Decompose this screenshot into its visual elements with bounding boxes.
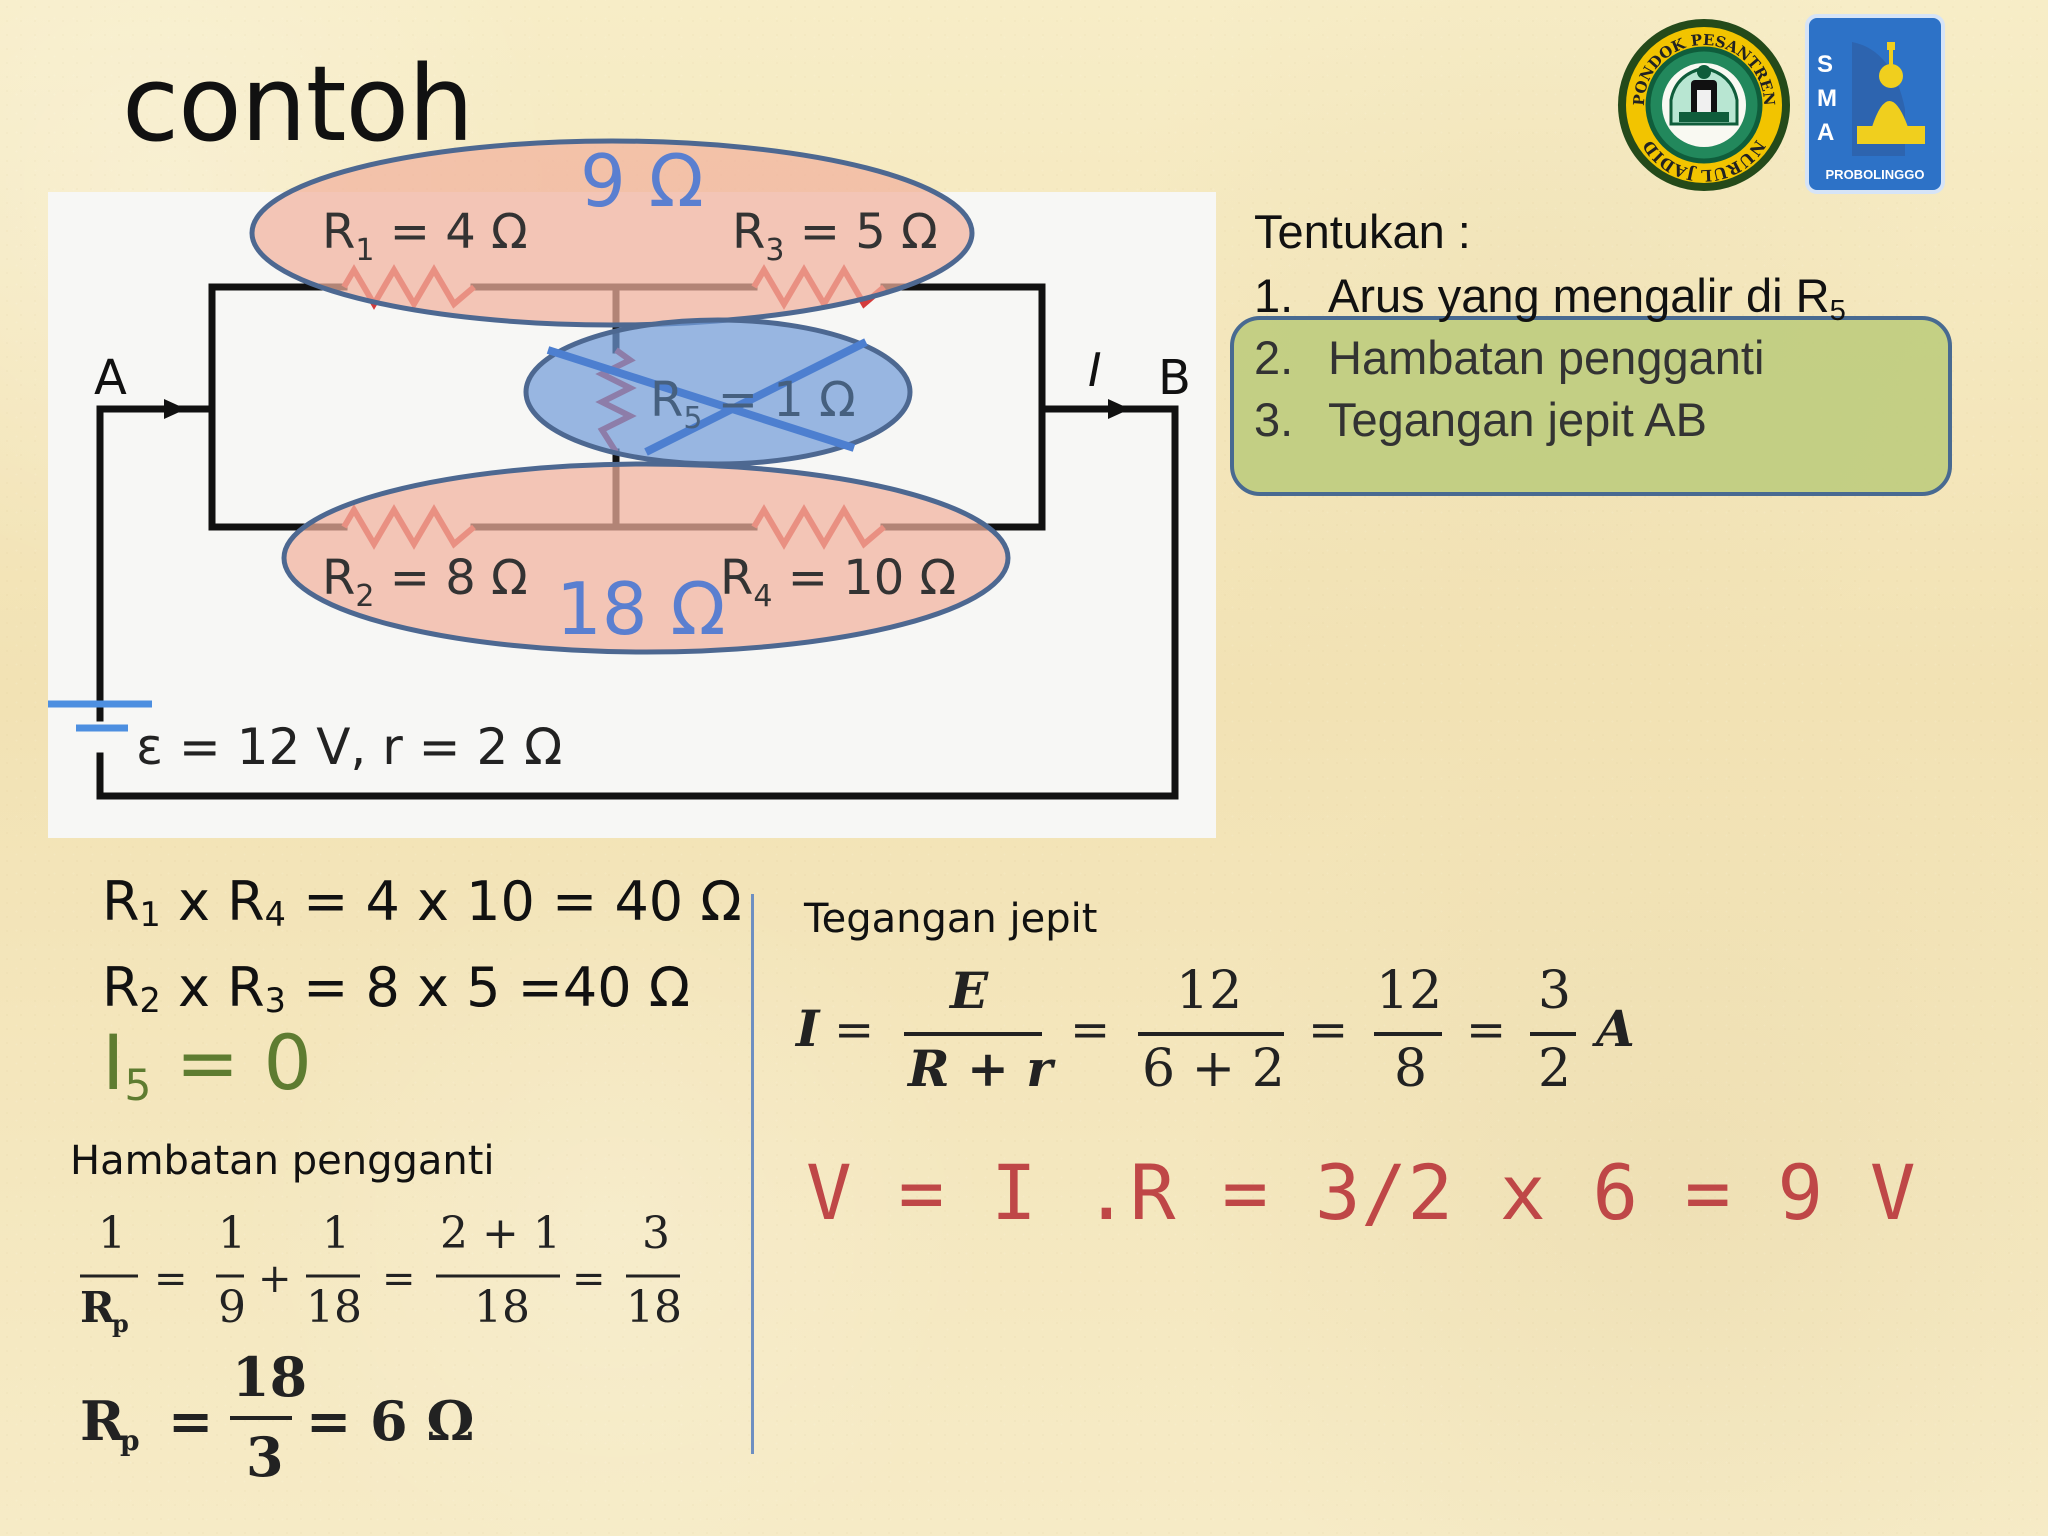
equation-r2-subscript: 2 — [139, 981, 161, 1021]
task-item-1-text: Arus yang mengalir di R — [1328, 269, 1830, 322]
sma-logo-s: S — [1817, 51, 1833, 78]
left-equals-3: = — [572, 1256, 606, 1302]
sma-logo-m: M — [1817, 85, 1837, 112]
left-fraction-3-top: 1 — [322, 1208, 350, 1259]
equation-i5: I5 = 0 — [102, 1018, 312, 1111]
left-fraction-4-bottom: 18 — [474, 1282, 530, 1333]
cross-line-1 — [546, 346, 856, 452]
node-b-label: B — [1158, 350, 1191, 406]
task-item-1: 1. Arus yang mengalir di R5 — [1254, 272, 1846, 326]
equation-r1-r4-rest: = 4 x 10 = 40 Ω — [285, 870, 742, 933]
label-tegangan-jepit: Tegangan jepit — [804, 896, 1098, 942]
middle-resistor-ellipse — [523, 317, 913, 467]
current-bottom-8: 8 — [1394, 1039, 1427, 1099]
current-top-12-b: 12 — [1376, 961, 1442, 1021]
slide-title: contoh — [122, 43, 474, 165]
left-fraction-5-bottom: 18 — [626, 1282, 682, 1333]
equation-r2-main: R — [102, 956, 140, 1019]
voltage-result: V = I .R = 3/2 x 6 = 9 V — [806, 1148, 1917, 1237]
equation-r4-main: x R — [160, 870, 265, 933]
equation-r3-subscript: 3 — [264, 981, 286, 1021]
rp-final-equals: = — [168, 1389, 213, 1453]
r5-label: R5 = 1 Ω — [650, 372, 856, 436]
left-fraction-5-top: 3 — [642, 1208, 670, 1259]
equation-r4-subscript: 4 — [264, 895, 286, 935]
current-top-3: 3 — [1538, 961, 1571, 1021]
current-equals-4: = — [1466, 1002, 1506, 1058]
sma-logo-a: A — [1817, 119, 1834, 146]
current-label: I — [1088, 343, 1102, 397]
sma-logo: S M A PROBOLINGGO — [1805, 14, 1945, 194]
equation-i5-rest: = 0 — [151, 1018, 312, 1107]
r1-label: R1 = 4 Ω — [322, 204, 528, 268]
source-label: ε = 12 V, r = 2 Ω — [136, 718, 562, 776]
task-item-1-subscript: 5 — [1829, 294, 1846, 327]
task-item-3: 3. Tegangan jepit AB — [1254, 396, 1707, 443]
direction-arrows — [164, 399, 1130, 419]
current-top-12-a: 12 — [1176, 961, 1242, 1021]
equation-r2-r3-rest: = 8 x 5 =40 Ω — [285, 956, 691, 1019]
equivalent-resistance-math: 1 R p = 1 9 + 1 18 = 2 + 1 18 = 3 18 R p… — [80, 1208, 682, 1489]
current-unit-a: A — [1592, 999, 1635, 1058]
top-series-ellipse — [249, 138, 975, 328]
rp-final-p: p — [120, 1424, 140, 1457]
task-item-3-number: 3. — [1254, 393, 1294, 446]
left-fraction-1-bottom-r: R — [80, 1283, 116, 1332]
cross-line-2 — [644, 338, 868, 456]
equation-r1-r4: R1 x R4 = 4 x 10 = 40 Ω — [102, 870, 742, 934]
current-calculation-math: I = E R + r = 12 6 + 2 = 12 8 = 3 2 A — [794, 961, 1635, 1099]
rp-final-result: = 6 Ω — [306, 1389, 475, 1453]
task-item-3-text: Tegangan jepit AB — [1328, 393, 1707, 446]
equation-r1-subscript: 1 — [139, 895, 161, 935]
left-plus: + — [258, 1256, 292, 1302]
task-item-2: 2. Hambatan pengganti — [1254, 334, 1764, 381]
pondok-logo: PONDOK PESANTREN NURUL JADID — [1618, 19, 1790, 191]
top-series-label: 9 Ω — [580, 139, 704, 223]
left-equals-1: = — [154, 1256, 188, 1302]
section-divider — [751, 894, 754, 1454]
circuit-diagram: A B I R1 = 4 Ω R3 = 5 Ω R2 = 8 Ω R4 = 10… — [48, 138, 1191, 800]
left-fraction-1-bottom-p: p — [112, 1309, 129, 1338]
rp-final-bottom: 3 — [246, 1425, 284, 1489]
source-plates — [48, 700, 152, 732]
task-title: Tentukan : — [1254, 205, 1471, 258]
equation-r3-main: x R — [160, 956, 265, 1019]
current-e: E — [948, 961, 989, 1020]
r3-label: R3 = 5 Ω — [732, 204, 938, 268]
current-i: I — [794, 999, 821, 1058]
current-equals-1: = — [834, 1002, 874, 1058]
task-highlight-box — [1230, 316, 1952, 496]
equation-i5-main: I — [102, 1018, 125, 1107]
task-item-1-number: 1. — [1254, 269, 1294, 322]
current-r-plus-r: R + r — [906, 1039, 1056, 1098]
equation-r1-main: R — [102, 870, 140, 933]
left-equals-2: = — [382, 1256, 416, 1302]
bottom-series-ellipse — [281, 461, 1011, 655]
task-item-2-text: Hambatan pengganti — [1328, 331, 1765, 384]
bottom-series-label: 18 Ω — [556, 567, 726, 651]
task-item-2-number: 2. — [1254, 331, 1294, 384]
current-bottom-6plus2: 6 + 2 — [1142, 1039, 1285, 1099]
left-fraction-2-top: 1 — [218, 1208, 246, 1259]
left-fraction-3-bottom: 18 — [306, 1282, 362, 1333]
current-equals-3: = — [1308, 1002, 1348, 1058]
rp-final-top: 18 — [232, 1345, 307, 1409]
r4-label: R4 = 10 Ω — [720, 550, 956, 614]
r2-label: R2 = 8 Ω — [322, 550, 528, 614]
left-fraction-1-top: 1 — [98, 1208, 126, 1259]
node-a-label: A — [94, 350, 127, 406]
equation-r2-r3: R2 x R3 = 8 x 5 =40 Ω — [102, 956, 690, 1020]
current-bottom-2: 2 — [1538, 1039, 1571, 1099]
current-equals-2: = — [1070, 1002, 1110, 1058]
left-fraction-2-bottom: 9 — [218, 1282, 246, 1333]
sma-logo-bottom-text: PROBOLINGGO — [1826, 167, 1925, 182]
rp-final-r: R — [80, 1389, 126, 1453]
label-hambatan-pengganti: Hambatan pengganti — [70, 1138, 495, 1184]
left-fraction-4-top: 2 + 1 — [440, 1208, 561, 1259]
equation-i5-subscript: 5 — [124, 1061, 152, 1112]
